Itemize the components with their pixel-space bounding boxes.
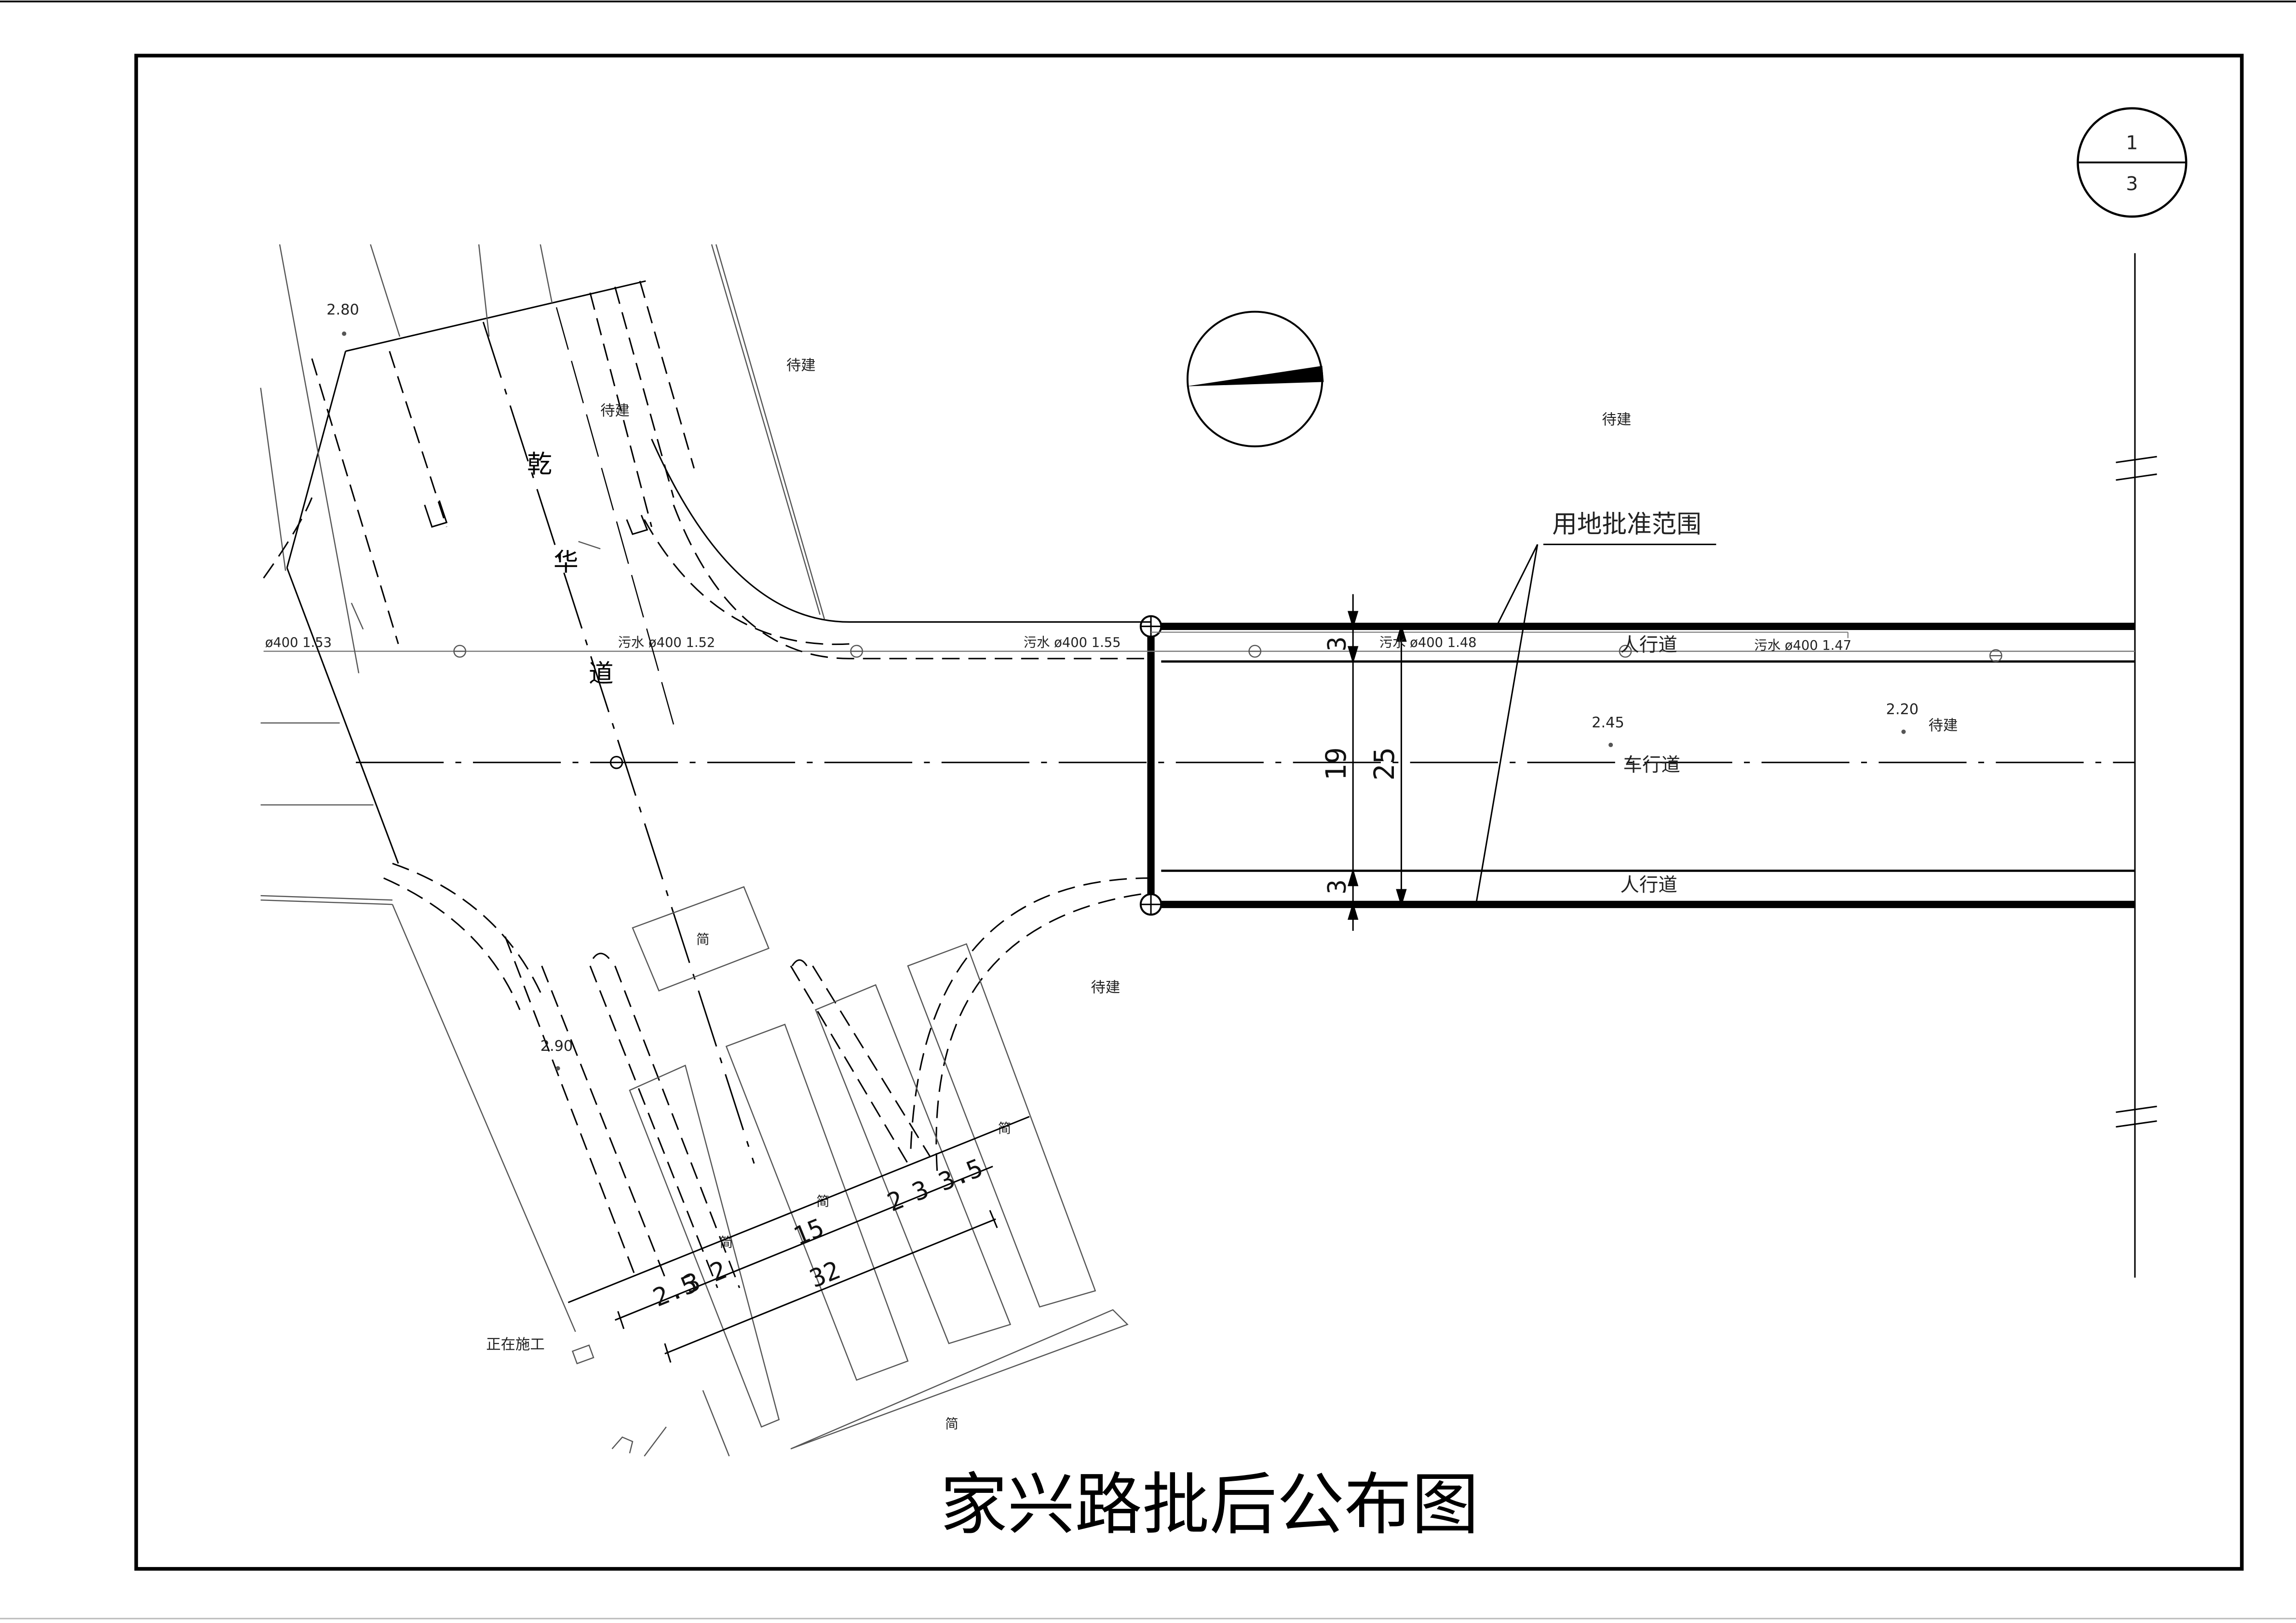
dim-sidewalk-top: 3 bbox=[1323, 636, 1352, 651]
pipe-label-3: 污水 ø400 1.48 bbox=[1379, 635, 1477, 650]
sidewalk-bottom-label: 人行道 bbox=[1620, 874, 1677, 896]
cross-road bbox=[260, 244, 1151, 1332]
dim-cross-c: 2 bbox=[706, 1255, 730, 1288]
tbd-label-1: 待建 bbox=[786, 357, 816, 374]
tbd-label-3: 待建 bbox=[1602, 411, 1631, 428]
land-boundary-label: 用地批准范围 bbox=[1552, 510, 1702, 539]
land-boundary bbox=[1147, 622, 2135, 908]
road-name-char-1: 乾 bbox=[527, 450, 552, 479]
dim-cross-mid: 15 bbox=[790, 1213, 828, 1251]
dim-carriageway: 19 bbox=[1320, 747, 1352, 780]
dim-cross-e: 3 bbox=[908, 1175, 933, 1207]
dim-cross-f: 3.5 bbox=[934, 1154, 987, 1197]
tbd-label-4: 待建 bbox=[1929, 717, 1958, 734]
dim-sidewalk-bottom: 3 bbox=[1323, 879, 1352, 894]
elevation-1: 2.80 bbox=[326, 302, 359, 319]
cross-road-boundary bbox=[345, 280, 646, 352]
road-name-char-2: 华 bbox=[554, 548, 579, 577]
dim-total-width: 25 bbox=[1368, 747, 1401, 780]
pipe-label-left: ø400 1.53 bbox=[265, 635, 332, 650]
intersection-center-marker bbox=[609, 756, 623, 769]
pipe-label-4: 污水 ø400 1.47 bbox=[1754, 638, 1851, 653]
cross-road-dimension bbox=[567, 1116, 1030, 1363]
shed-label-1: 简 bbox=[696, 932, 709, 947]
dim-cross-d: 2 bbox=[883, 1185, 908, 1218]
break-line bbox=[2116, 253, 2157, 1278]
dim-cross-total: 32 bbox=[806, 1256, 844, 1294]
cross-road-centerline bbox=[482, 322, 755, 1164]
road-name-char-3: 道 bbox=[589, 659, 614, 688]
shed-label-5: 简 bbox=[945, 1417, 958, 1432]
elevation-4: 2.90 bbox=[540, 1038, 573, 1055]
land-boundary-leader bbox=[1475, 543, 1716, 905]
carriageway-label: 车行道 bbox=[1623, 754, 1680, 776]
sidewalk-top-label: 人行道 bbox=[1620, 634, 1677, 656]
sheet-number-badge: 1 3 bbox=[2077, 107, 2188, 218]
construction-marker bbox=[571, 1344, 730, 1457]
drawing-frame bbox=[134, 54, 2244, 1571]
sheet-number: 1 bbox=[2126, 132, 2138, 154]
tbd-label-2: 待建 bbox=[600, 402, 630, 419]
pipe-label-1: 污水 ø400 1.52 bbox=[618, 635, 716, 650]
sheet-total: 3 bbox=[2126, 173, 2138, 195]
elevation-2: 2.45 bbox=[1592, 714, 1624, 731]
tbd-label-5: 待建 bbox=[1091, 979, 1121, 996]
construction-label: 正在施工 bbox=[486, 1336, 544, 1353]
north-arrow-icon bbox=[1186, 310, 1324, 447]
elevation-points bbox=[342, 331, 1906, 1071]
width-dimension bbox=[1338, 594, 1415, 931]
elevation-3: 2.20 bbox=[1886, 701, 1919, 718]
main-road bbox=[260, 615, 2135, 916]
drawing-title: 家兴路批后公布图 bbox=[940, 1465, 1479, 1544]
pipe-label-2: 污水 ø400 1.55 bbox=[1024, 635, 1121, 650]
manhole-icon bbox=[453, 644, 2002, 662]
shed-buildings bbox=[629, 886, 1129, 1449]
shed-label-3: 简 bbox=[720, 1235, 733, 1250]
